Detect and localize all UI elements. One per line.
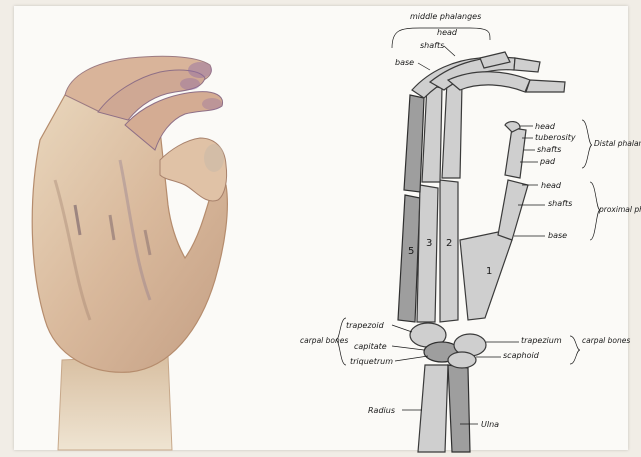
metacarpal-4: [417, 185, 438, 322]
proximal-phalanx-3: [442, 82, 462, 178]
label-prox-group: proximal phalanges: [598, 205, 641, 214]
label-carpal-left: carpal bones: [300, 336, 348, 345]
label-middle-phalanges: middle phalanges: [410, 12, 481, 21]
label-prox-head: head: [541, 181, 562, 190]
proximal-phalanx-5: [404, 95, 424, 192]
label-distal-shafts: shafts: [537, 145, 561, 154]
label-head-top: head: [437, 28, 458, 37]
metacarpal-number-3: 3: [426, 238, 432, 249]
label-radius: Radius: [368, 406, 395, 415]
label-scaphoid: scaphoid: [503, 351, 540, 360]
label-triquetrum: triquetrum: [350, 357, 393, 366]
label-distal-group: Distal phalanges: [594, 139, 641, 148]
label-shafts-top: shafts: [420, 41, 444, 50]
metacarpal-number-2: 2: [446, 238, 452, 249]
label-capitate: capitate: [354, 342, 387, 351]
proximal-phalanx-thumb: [498, 180, 528, 240]
metacarpal-number-1: 1: [486, 266, 492, 277]
label-prox-base: base: [548, 231, 567, 240]
label-distal-head: head: [535, 122, 556, 131]
radius-bone: [418, 365, 448, 452]
metacarpal-5: [398, 195, 420, 322]
label-trapezium: trapezium: [521, 336, 562, 345]
proximal-phalanx-4: [422, 85, 442, 182]
label-base-top: base: [395, 58, 414, 67]
label-carpal-right: carpal bones: [582, 336, 630, 345]
thumb-middle-phalanx: [505, 128, 526, 178]
ulna-bone: [448, 365, 470, 452]
distal-phalanx-c: [526, 80, 565, 92]
metacarpal-number-5: 5: [408, 246, 414, 257]
distal-phalanx-b: [514, 58, 540, 72]
label-prox-shafts: shafts: [548, 199, 572, 208]
label-ulna: Ulna: [481, 420, 499, 429]
label-trapezoid: trapezoid: [346, 321, 385, 330]
scaphoid-bone: [448, 352, 476, 368]
metacarpal-3: [440, 180, 458, 322]
label-distal-pad: pad: [539, 157, 556, 166]
label-distal-tuberosity: tuberosity: [535, 133, 576, 142]
